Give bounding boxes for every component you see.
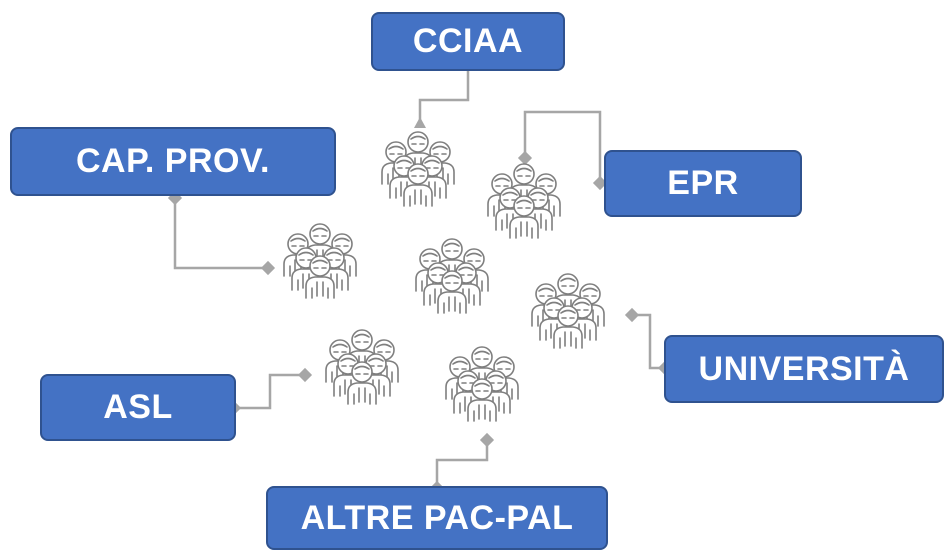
node-altre-pac-pal-label: ALTRE PAC-PAL: [300, 498, 574, 537]
people-group-icon: [474, 162, 574, 242]
people-group-icon: [368, 130, 468, 210]
connector-universita: [632, 313, 665, 370]
node-cap-prov: CAP. PROV.: [10, 127, 336, 196]
node-altre-pac-pal: ALTRE PAC-PAL: [266, 486, 608, 550]
connector-arrow-cciaa: [414, 117, 426, 128]
node-cap-prov-label: CAP. PROV.: [76, 142, 270, 180]
node-universita: UNIVERSITÀ: [664, 335, 944, 403]
node-asl: ASL: [40, 374, 236, 441]
connector-asl: [234, 373, 305, 410]
connector-epr: [523, 110, 602, 183]
people-group-icon: [518, 272, 618, 352]
people-group-icon: [312, 328, 412, 408]
node-epr: EPR: [604, 150, 802, 217]
node-epr-label: EPR: [667, 164, 739, 202]
connector-dot-epr-b: [517, 150, 533, 166]
connector-dot-altre-b: [479, 432, 495, 448]
node-universita-label: UNIVERSITÀ: [698, 349, 910, 388]
connector-dot-uni-b: [624, 307, 640, 323]
connector-cap-prov: [173, 198, 268, 270]
node-asl-label: ASL: [103, 388, 173, 426]
people-group-icon: [270, 222, 370, 302]
connector-dot-asl-b: [297, 367, 313, 383]
people-group-icon: [432, 345, 532, 425]
node-cciaa-label: CCIAA: [412, 22, 524, 60]
connector-cciaa: [418, 68, 470, 120]
connector-dot-cap-b: [260, 260, 276, 276]
people-group-icon: [402, 237, 502, 317]
connector-dot-epr-a: [592, 175, 608, 191]
connector-altre: [435, 440, 489, 488]
node-cciaa: CCIAA: [371, 12, 565, 71]
